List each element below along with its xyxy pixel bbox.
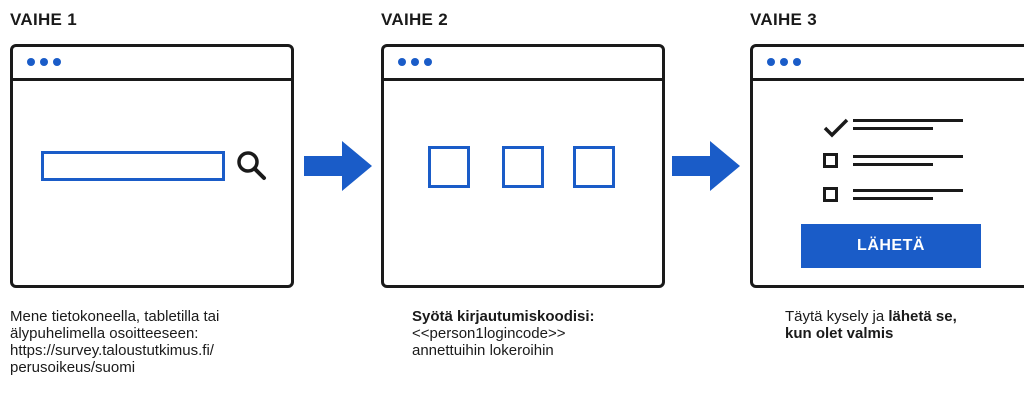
checkmark-icon: [823, 118, 849, 138]
description-bold: kun olet valmis: [785, 325, 894, 342]
checklist-item-checked[interactable]: [823, 115, 963, 139]
window-dots: [398, 58, 432, 66]
dot-icon: [767, 58, 775, 66]
url-search-bar[interactable]: [41, 151, 225, 181]
window-content: LÄHETÄ: [753, 81, 1024, 285]
dot-icon: [398, 58, 406, 66]
step-3-description: Täytä kysely ja lähetä se, kun olet valm…: [785, 308, 1015, 342]
step-1-title: VAIHE 1: [10, 10, 77, 29]
login-code-box[interactable]: [428, 146, 470, 188]
dot-icon: [424, 58, 432, 66]
window-titlebar: [753, 47, 1024, 81]
checkbox-icon[interactable]: [823, 187, 838, 202]
description-text: Täytä kysely ja: [785, 308, 889, 325]
text-line: [853, 127, 933, 130]
checkbox-icon[interactable]: [823, 153, 838, 168]
step-1-description: Mene tietokoneella, tabletilla tai älypu…: [10, 308, 300, 376]
dot-icon: [53, 58, 61, 66]
description-bold: lähetä se,: [888, 308, 957, 325]
text-line: [853, 119, 963, 122]
description-url-line: https://survey.taloustutkimus.fi/: [10, 342, 214, 359]
window-dots: [27, 58, 61, 66]
checklist-item-unchecked[interactable]: [823, 185, 963, 209]
description-line: Mene tietokoneella, tabletilla tai: [10, 308, 220, 325]
text-line: [853, 155, 963, 158]
step-2-description: Syötä kirjautumiskoodisi: <<person1login…: [412, 308, 672, 359]
arrow-right-icon: [304, 141, 372, 191]
description-url-line: perusoikeus/suomi: [10, 359, 136, 376]
text-line: [853, 163, 933, 166]
window-content: [13, 81, 291, 285]
search-icon[interactable]: [235, 149, 269, 183]
login-code-box[interactable]: [502, 146, 544, 188]
login-code-placeholder: <<person1logincode>>: [412, 325, 566, 342]
text-line: [853, 197, 933, 200]
login-code-box[interactable]: [573, 146, 615, 188]
description-line: annettuihin lokeroihin: [412, 342, 554, 359]
browser-window-1: [10, 44, 294, 288]
step-3-title: VAIHE 3: [750, 10, 817, 29]
step-2-title: VAIHE 2: [381, 10, 448, 29]
window-titlebar: [384, 47, 662, 81]
dot-icon: [40, 58, 48, 66]
checklist-item-unchecked[interactable]: [823, 151, 963, 175]
dot-icon: [793, 58, 801, 66]
window-content: [384, 81, 662, 285]
window-dots: [767, 58, 801, 66]
dot-icon: [27, 58, 35, 66]
dot-icon: [780, 58, 788, 66]
browser-window-2: [381, 44, 665, 288]
description-line: älypuhelimella osoitteeseen:: [10, 325, 199, 342]
text-line: [853, 189, 963, 192]
submit-button[interactable]: LÄHETÄ: [801, 224, 981, 268]
description-bold: Syötä kirjautumiskoodisi:: [412, 308, 595, 325]
window-titlebar: [13, 47, 291, 81]
dot-icon: [411, 58, 419, 66]
browser-window-3: LÄHETÄ: [750, 44, 1024, 288]
arrow-right-icon: [672, 141, 740, 191]
